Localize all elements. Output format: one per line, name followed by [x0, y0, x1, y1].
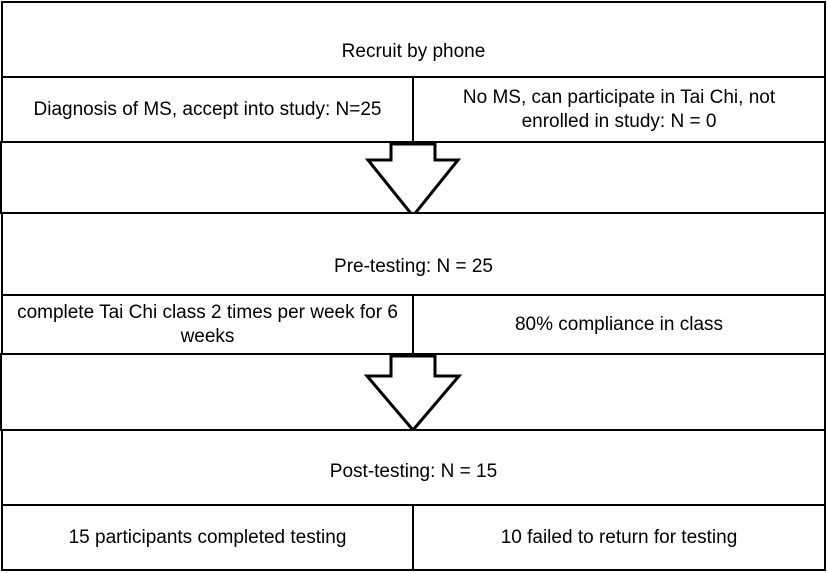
post-testing-box: Post-testing: N = 15: [1, 429, 826, 506]
diagnosis-ms-label: Diagnosis of MS, accept into study: N=25: [33, 98, 382, 120]
pre-testing-label: Pre-testing: N = 25: [334, 256, 493, 277]
no-ms-label: No MS, can participate in Tai Chi, not e…: [462, 86, 776, 132]
compliance-label: 80% compliance in class: [514, 313, 724, 335]
no-ms-box: No MS, can participate in Tai Chi, not e…: [412, 76, 826, 143]
recruit-label: Recruit by phone: [341, 40, 486, 62]
diagnosis-ms-box: Diagnosis of MS, accept into study: N=25: [1, 76, 414, 143]
failed-box: 10 failed to return for testing: [412, 504, 826, 571]
down-arrow-2: [363, 354, 463, 433]
recruit-box: Recruit by phone: [1, 1, 826, 78]
tai-chi-class-box: complete Tai Chi class 2 times per week …: [1, 294, 414, 355]
compliance-box: 80% compliance in class: [412, 294, 826, 355]
completed-label: 15 participants completed testing: [68, 526, 347, 548]
tai-chi-class-label: complete Tai Chi class 2 times per week …: [17, 301, 398, 347]
pre-testing-box: Pre-testing: N = 25: [1, 212, 826, 296]
completed-box: 15 participants completed testing: [1, 504, 414, 571]
down-arrow-1: [364, 142, 462, 219]
failed-label: 10 failed to return for testing: [500, 526, 738, 548]
post-testing-label: Post-testing: N = 15: [329, 460, 498, 482]
